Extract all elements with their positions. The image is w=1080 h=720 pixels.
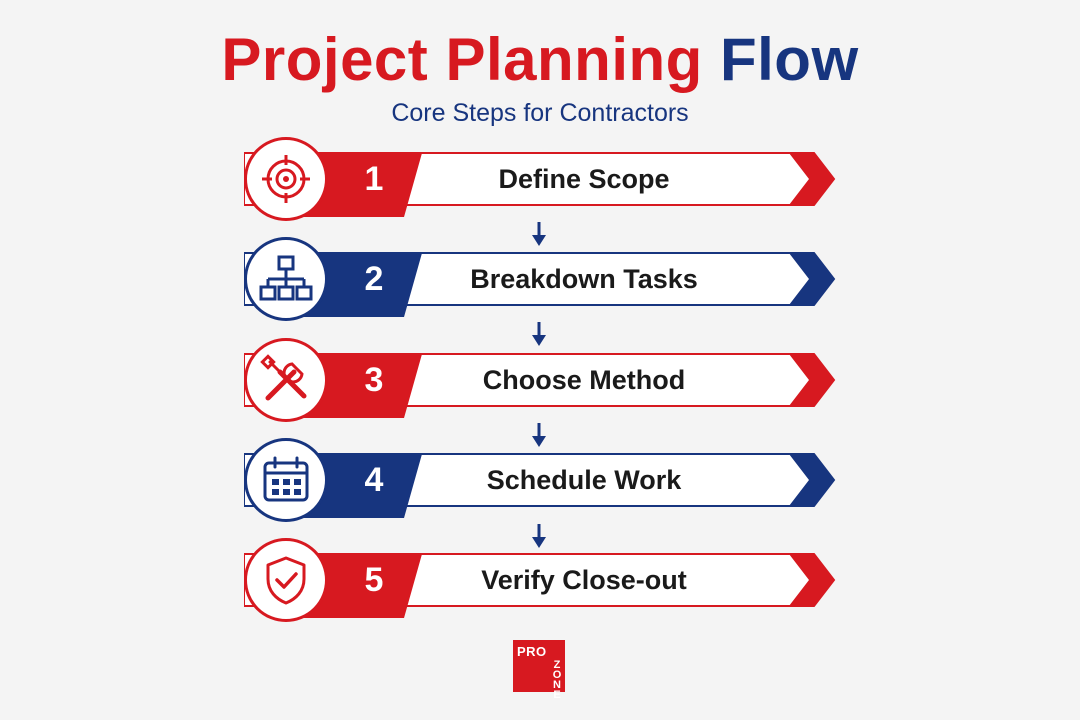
title-primary: Project Planning — [221, 26, 703, 93]
shield-check-icon — [244, 538, 328, 622]
step-banner — [244, 252, 836, 317]
step-banner — [244, 453, 836, 518]
step-number: 3 — [364, 361, 384, 399]
step-label: Define Scope — [498, 164, 670, 194]
step-number: 2 — [364, 260, 384, 298]
flow-step-5: 5 Verify Close-out — [244, 538, 844, 622]
step-label: Verify Close-out — [481, 565, 687, 595]
down-arrow-icon — [532, 322, 546, 346]
step-number: 5 — [364, 561, 384, 599]
target-icon — [244, 137, 328, 221]
step-banner — [244, 152, 836, 217]
step-label: Breakdown Tasks — [470, 264, 698, 294]
flow-step-1: 1 Define Scope — [244, 137, 844, 221]
down-arrow-icon — [532, 423, 546, 447]
page-title: Project Planning Flow — [0, 28, 1080, 92]
brand-logo: PRO ZONE — [513, 640, 565, 701]
step-banner — [244, 553, 836, 618]
calendar-icon — [244, 438, 328, 522]
step-number: 4 — [364, 461, 384, 499]
flow-step-4: 4 Schedule Work — [244, 438, 844, 522]
step-label: Schedule Work — [486, 465, 682, 495]
step-number: 1 — [364, 160, 384, 198]
logo-text-secondary: ZONE — [552, 659, 562, 701]
step-banner — [244, 353, 836, 418]
flow-step-3: 3 Choose Method — [244, 338, 844, 422]
hierarchy-icon — [244, 237, 328, 321]
flow-step-2: 2 Breakdown Tasks — [244, 237, 844, 321]
title-secondary: Flow — [719, 26, 859, 93]
down-arrow-icon — [532, 222, 546, 246]
step-label: Choose Method — [482, 365, 686, 395]
page-subtitle: Core Steps for Contractors — [391, 99, 689, 127]
tools-icon — [244, 338, 328, 422]
down-arrow-icon — [532, 524, 546, 548]
logo-text-primary: PRO — [517, 644, 547, 659]
